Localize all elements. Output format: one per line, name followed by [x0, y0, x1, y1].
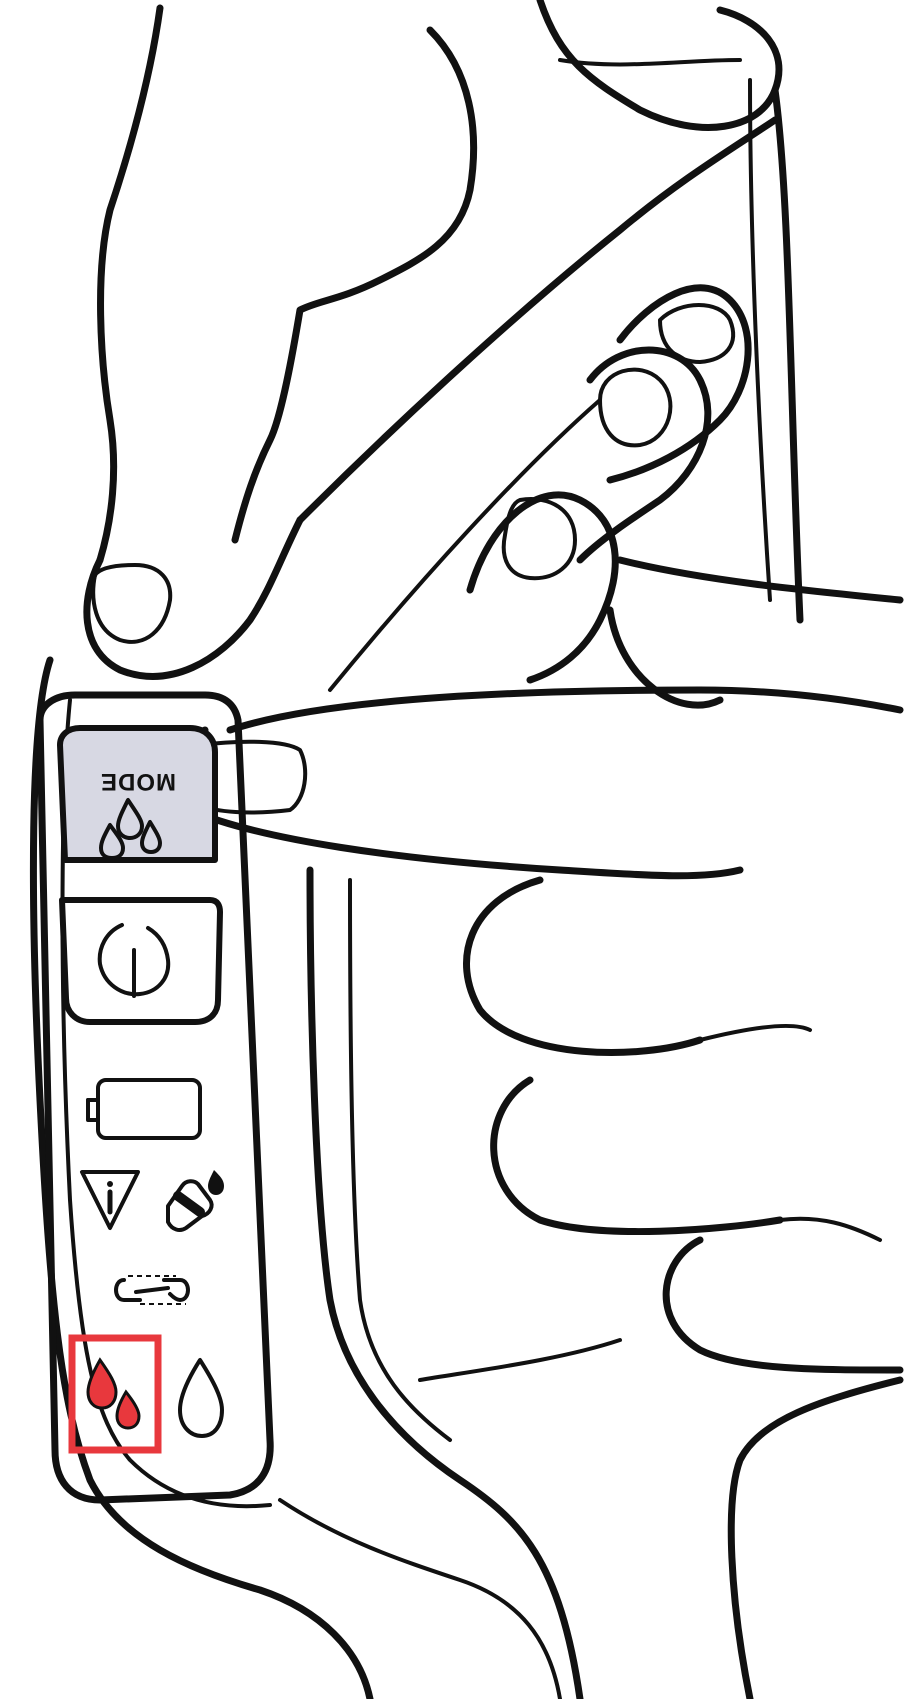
battery-icon — [88, 1080, 200, 1138]
sensor-icon — [168, 1170, 224, 1230]
power-button[interactable] — [62, 900, 220, 1022]
info-warning-icon — [82, 1172, 138, 1228]
link-icon — [116, 1276, 188, 1304]
two-drops-icon — [88, 1360, 139, 1428]
mode-button[interactable]: MODE — [60, 728, 215, 860]
mode-label: MODE — [100, 768, 176, 795]
single-drop-icon — [180, 1360, 222, 1436]
